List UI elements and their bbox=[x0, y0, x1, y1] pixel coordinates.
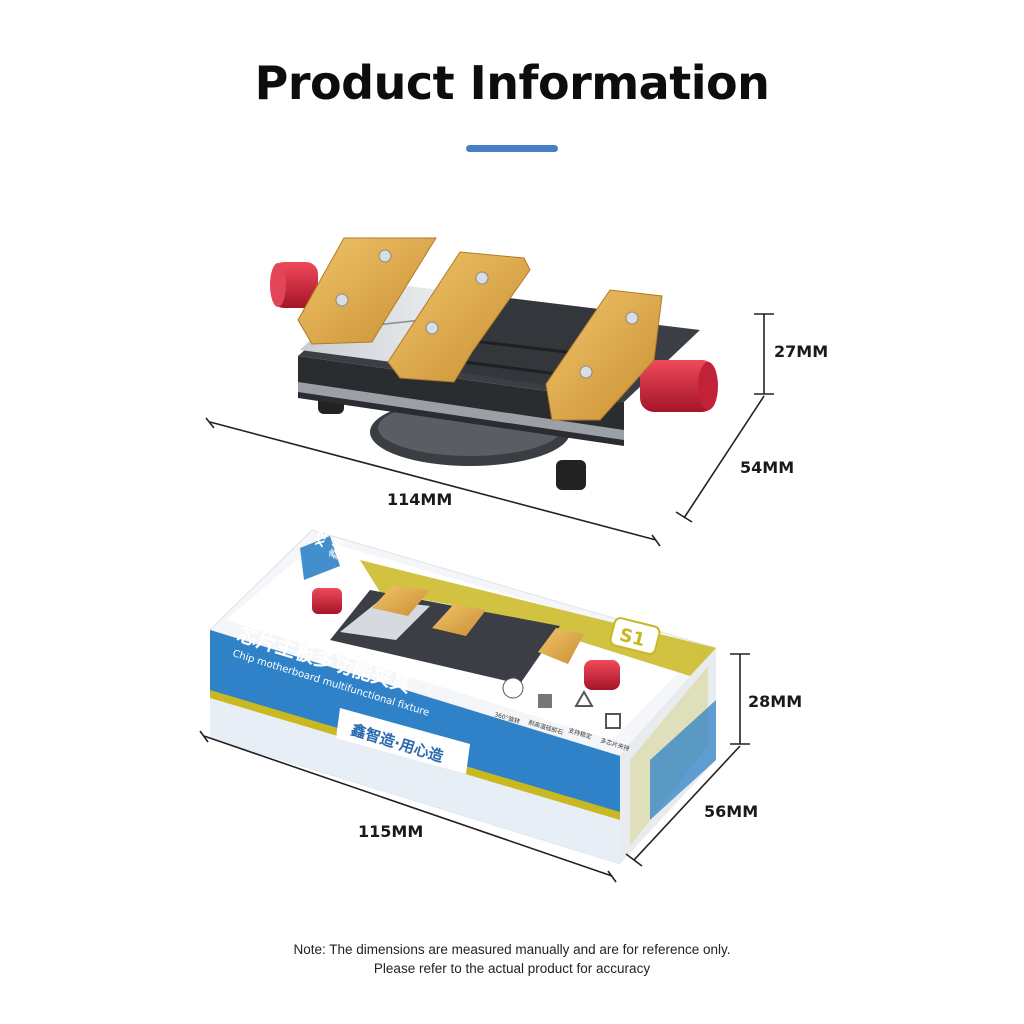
model-badge: S1 bbox=[609, 617, 661, 655]
fixture-height-label: 27MM bbox=[774, 342, 829, 361]
note-line-1: Note: The dimensions are measured manual… bbox=[293, 942, 731, 957]
package-length-label: 115MM bbox=[358, 822, 424, 841]
fixture-width-label: 54MM bbox=[740, 458, 795, 477]
package-drawing bbox=[209, 529, 717, 864]
disclaimer-note: Note: The dimensions are measured manual… bbox=[0, 940, 1024, 978]
note-line-2: Please refer to the actual product for a… bbox=[373, 961, 651, 976]
title-underline bbox=[466, 145, 558, 152]
fixture-drawing bbox=[270, 237, 718, 490]
package-height-label: 28MM bbox=[748, 692, 803, 711]
package-width-label: 56MM bbox=[704, 802, 759, 821]
page-title: Product Information bbox=[254, 56, 770, 110]
fixture-length-label: 114MM bbox=[387, 490, 453, 509]
fixture-dimension-lines bbox=[205, 313, 774, 547]
package-dimension-lines bbox=[199, 653, 750, 883]
